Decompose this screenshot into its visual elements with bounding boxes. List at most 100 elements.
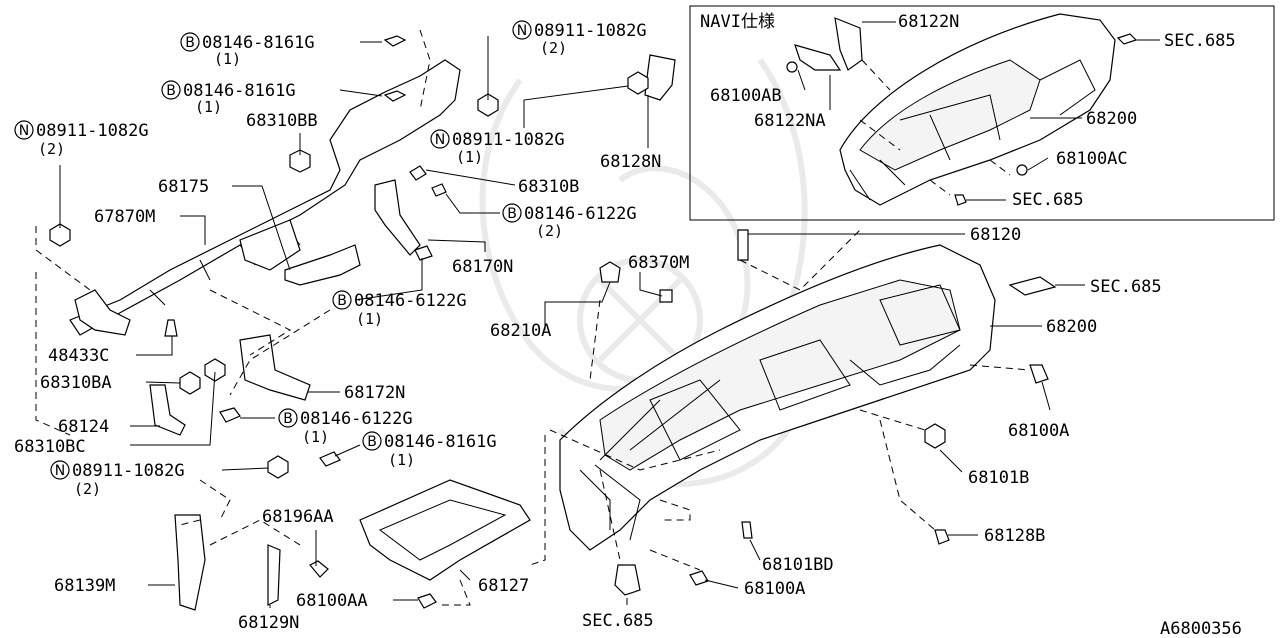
nut-68310B (409, 165, 427, 181)
callout-c7: B 08146-6122G (1) (332, 290, 467, 328)
svg-text:N: N (435, 132, 445, 148)
svg-text:(1): (1) (302, 428, 329, 446)
bolt-68100A-right (1029, 364, 1049, 384)
clip-68101BD (741, 521, 753, 539)
svg-text:08146-6122G: 08146-6122G (300, 409, 413, 429)
clip-68128B (934, 529, 950, 545)
navi-spec-label: NAVI仕様 (700, 12, 775, 32)
callout-c2: B 08146-8161G (1) (161, 80, 296, 116)
nut-08911-1082G-c (267, 455, 289, 479)
navi-bracket-68122N (794, 17, 863, 71)
bolt-68100A-bottom (689, 570, 709, 586)
callout-c6: B 08146-6122G (2) (502, 203, 637, 240)
svg-text:B: B (367, 434, 377, 450)
sec685-part-b (1008, 276, 1057, 296)
label-68172N: 68172N (344, 383, 405, 403)
label-68170N: 68170N (452, 257, 513, 277)
label-68310B: 68310B (518, 177, 579, 197)
svg-text:(1): (1) (356, 310, 383, 328)
label-68310BB: 68310BB (246, 111, 318, 131)
callout-c1: B 08146-8161G (1) (180, 32, 315, 68)
bolt-08146-6122G (431, 183, 447, 197)
svg-text:(1): (1) (195, 98, 222, 116)
svg-text:08911-1082G: 08911-1082G (36, 121, 149, 141)
label-68310BA: 68310BA (40, 373, 112, 393)
svg-text:08911-1082G: 08911-1082G (534, 21, 647, 41)
label-68128N: 68128N (600, 152, 661, 172)
frame-68127 (359, 479, 531, 581)
label-68139M: 68139M (54, 576, 115, 596)
sec685-part-a (614, 564, 641, 596)
nut-68310BA (179, 371, 201, 395)
svg-text:(2): (2) (536, 222, 563, 240)
svg-text:B: B (337, 293, 347, 309)
bolt-68100AA (417, 593, 437, 609)
label-68129N: 68129N (238, 613, 299, 633)
nut-08911-1082G-1 (627, 71, 649, 95)
label-68127: 68127 (478, 576, 529, 596)
svg-text:08146-6122G: 08146-6122G (524, 204, 637, 224)
svg-text:N: N (517, 23, 527, 39)
navi-dashboard-68200 (839, 13, 1116, 206)
document-id: A6800356 (1160, 619, 1242, 638)
bolt-lower (414, 245, 433, 261)
crossmember-67870M (69, 59, 461, 336)
bolt-68100AC (1016, 164, 1028, 176)
svg-text:N: N (55, 463, 65, 479)
svg-text:(2): (2) (74, 480, 101, 498)
svg-text:08146-8161G: 08146-8161G (384, 432, 497, 452)
bracket-68139M (174, 514, 206, 611)
sec685-clip-d (954, 194, 967, 206)
stay-68175 (284, 244, 361, 286)
label-sec685-a: SEC.685 (582, 611, 654, 631)
callout-c8: B 08146-6122G (1) (278, 408, 413, 446)
dashed-leaders (35, 29, 1031, 606)
label-68370M: 68370M (628, 253, 689, 273)
svg-text:N: N (19, 123, 29, 139)
svg-text:(1): (1) (214, 50, 241, 68)
label-sec685-d: SEC.685 (1012, 190, 1084, 210)
callout-c3: N 08911-1082G (2) (512, 20, 647, 57)
bolt-08146-6122G-b (219, 407, 241, 423)
label-68310BC: 68310BC (14, 437, 86, 457)
bracket-68120 (737, 229, 749, 261)
svg-text:08911-1082G: 08911-1082G (72, 461, 185, 481)
leader-lines (59, 36, 1085, 608)
svg-text:08911-1082G: 08911-1082G (452, 130, 565, 150)
sec685-clip-c (1116, 33, 1138, 45)
label-68101BD: 68101BD (762, 555, 834, 575)
label-68196AA: 68196AA (262, 507, 334, 527)
svg-text:B: B (507, 206, 517, 222)
label-68100AB: 68100AB (710, 86, 782, 106)
label-68101B: 68101B (968, 468, 1029, 488)
svg-text:08146-6122G: 08146-6122G (354, 291, 467, 311)
bolt-68100AB (786, 61, 798, 73)
callout-c4: N 08911-1082G (2) (14, 120, 149, 158)
label-48433C: 48433C (48, 346, 109, 366)
svg-text:(1): (1) (388, 451, 415, 469)
label-68210A: 68210A (490, 321, 551, 341)
bolt-68210A (599, 261, 621, 283)
label-68175: 68175 (158, 177, 209, 197)
label-68120: 68120 (970, 225, 1021, 245)
label-68124: 68124 (58, 417, 109, 437)
bracket-68124 (149, 384, 186, 436)
label-68122NA: 68122NA (754, 111, 826, 131)
bracket-68172N (239, 334, 311, 401)
label-68100A-bottom: 68100A (744, 579, 805, 599)
bracket-68170N (374, 179, 421, 256)
bracket-68129N (267, 544, 281, 606)
bolt-68196AA (309, 560, 329, 578)
label-68200: 68200 (1046, 317, 1097, 337)
label-68100AC: 68100AC (1056, 149, 1128, 169)
svg-text:08146-8161G: 08146-8161G (202, 33, 315, 53)
bolt-48433C (164, 319, 178, 337)
svg-text:(1): (1) (456, 148, 483, 166)
svg-text:B: B (283, 411, 293, 427)
navi-leaders (797, 21, 1160, 201)
label-68100A-right: 68100A (1008, 421, 1069, 441)
callout-c10: N 08911-1082G (2) (50, 460, 185, 498)
label-sec685-c: SEC.685 (1164, 31, 1236, 51)
